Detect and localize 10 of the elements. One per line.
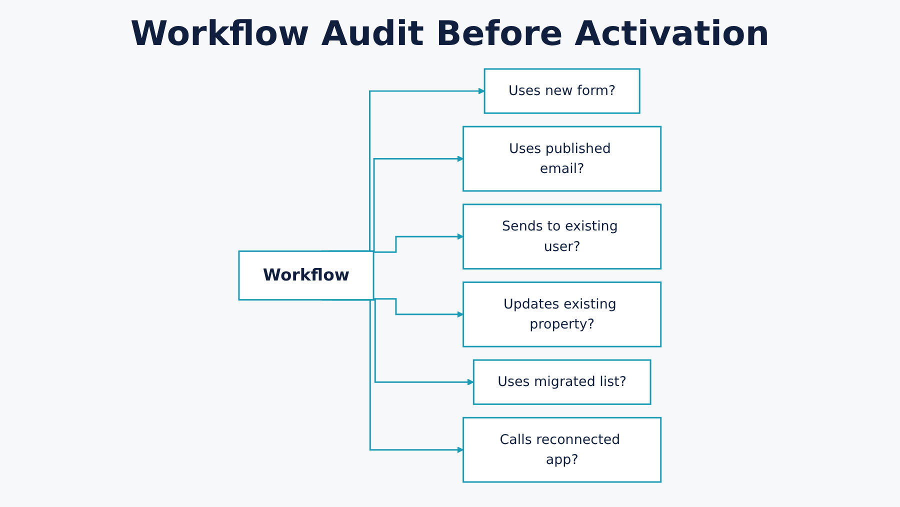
node-box: Uses new form? [484,68,640,114]
node-box: Workflow [238,250,374,300]
node-box: Calls reconnected app? [462,416,662,482]
arrow [374,232,464,252]
node-box: Uses published email? [462,125,662,192]
arrow [374,298,464,318]
node-box: Sends to existing user? [462,203,662,270]
node-box: Updates existing property? [462,280,662,347]
title: Workflow Audit Before Activation [129,14,771,54]
node-box: Uses migrated list? [472,358,652,404]
